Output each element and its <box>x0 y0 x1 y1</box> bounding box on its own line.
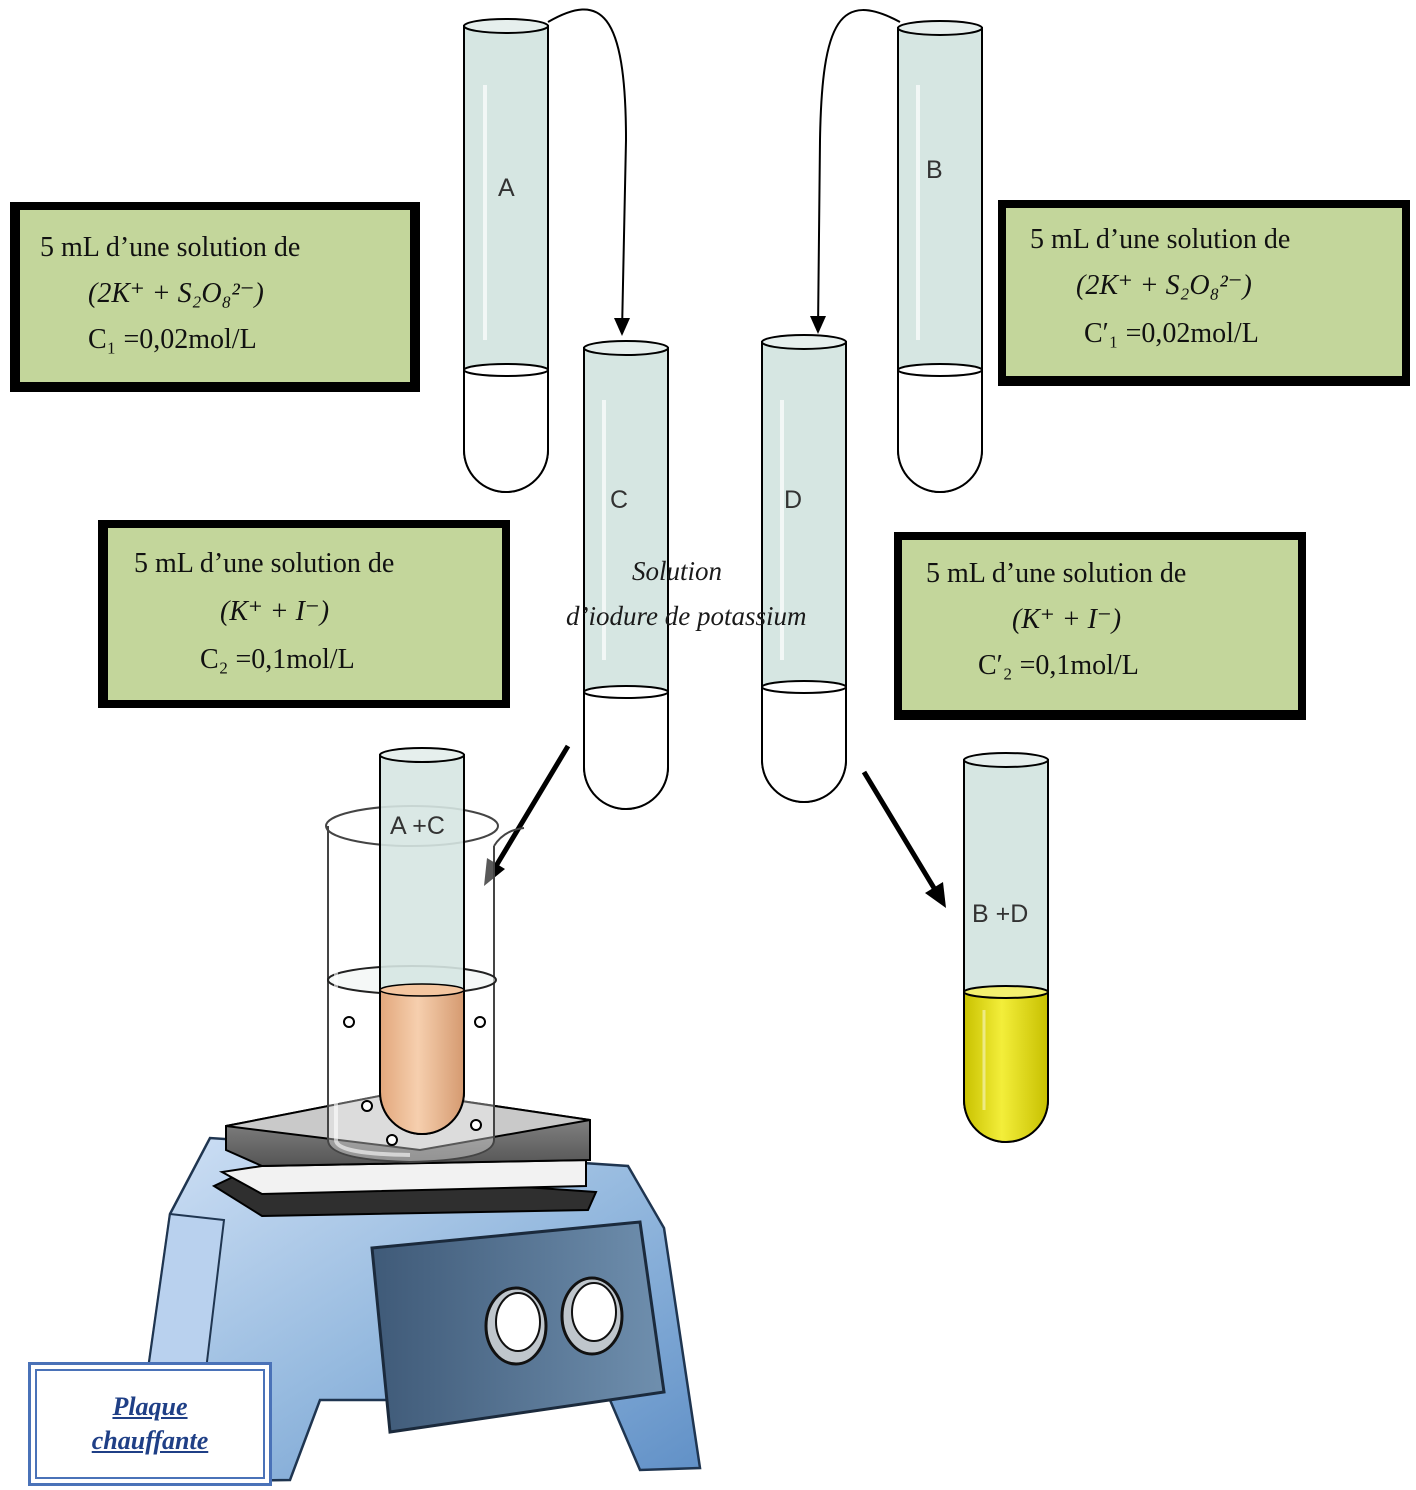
info-box-d: 5 mL d’une solution de (K⁺ + I⁻) C′₂ =0,… <box>894 532 1306 720</box>
tube-c-label: C <box>610 486 628 514</box>
tube-b-plus-d: B +D <box>963 752 1049 1143</box>
tube-b-label: B <box>926 156 943 184</box>
tube-c: C <box>583 340 669 810</box>
bubble <box>470 1119 482 1131</box>
tube-b-plus-d-label: B +D <box>972 900 1028 928</box>
tube-a-plus-c: A +C <box>379 747 465 1135</box>
box-d-concentration: C′₂ =0,1mol/L <box>978 650 1139 681</box>
info-box-c: 5 mL d’une solution de (K⁺ + I⁻) C₂ =0,1… <box>98 520 510 708</box>
arrowhead-a-to-c <box>614 318 630 336</box>
tube-a-label: A <box>498 174 515 202</box>
box-d-line1: 5 mL d’une solution de <box>926 558 1186 589</box>
solution-note-line1: Solution <box>632 556 722 586</box>
arrowhead-b-to-d <box>810 316 826 334</box>
info-box-b: 5 mL d’une solution de (2K⁺ + S₂O₈²⁻) C′… <box>998 200 1410 386</box>
heater-caption-line1: Plaque <box>112 1392 188 1421</box>
knob-right-icon[interactable] <box>560 1276 624 1356</box>
hot-plate <box>146 1090 702 1484</box>
info-box-a: 5 mL d’une solution de (2K⁺ + S₂O₈²⁻) C₁… <box>10 202 420 392</box>
bubble <box>343 1016 355 1028</box>
tube-d: D <box>761 334 847 803</box>
box-a-concentration: C₁ =0,02mol/L <box>88 324 257 355</box>
box-b-concentration: C′₁ =0,02mol/L <box>1084 318 1259 349</box>
pour-arrow-to-beaker <box>484 744 571 886</box>
knob-left-icon[interactable] <box>484 1286 548 1366</box>
box-c-concentration: C₂ =0,1mol/L <box>200 644 355 675</box>
bubble <box>361 1100 373 1112</box>
bubble <box>474 1016 486 1028</box>
pour-arrow-to-tube-bd <box>861 770 946 908</box>
transfer-curve-b-to-d <box>817 9 901 331</box>
tube-b: B <box>897 20 983 493</box>
box-a-formula: (2K⁺ + S₂O₈²⁻) <box>88 278 264 309</box>
tube-a: A <box>463 18 549 493</box>
tube-d-label: D <box>784 486 802 514</box>
beaker: A +C <box>325 747 525 1164</box>
box-d-formula: (K⁺ + I⁻) <box>1012 604 1121 635</box>
heater-caption-line2: chauffante <box>91 1426 209 1455</box>
tube-a-plus-c-label: A +C <box>390 812 445 840</box>
box-c-formula: (K⁺ + I⁻) <box>220 596 329 627</box>
solution-note-line2: d’iodure de potassium <box>566 601 806 631</box>
transfer-curve-a-to-c <box>547 8 628 333</box>
box-b-line1: 5 mL d’une solution de <box>1030 224 1290 255</box>
box-c-line1: 5 mL d’une solution de <box>134 548 394 579</box>
heater-caption: Plaque chauffante <box>28 1362 272 1486</box>
box-a-line1: 5 mL d’une solution de <box>40 232 300 263</box>
box-b-formula: (2K⁺ + S₂O₈²⁻) <box>1076 270 1252 301</box>
bubble <box>386 1134 398 1146</box>
